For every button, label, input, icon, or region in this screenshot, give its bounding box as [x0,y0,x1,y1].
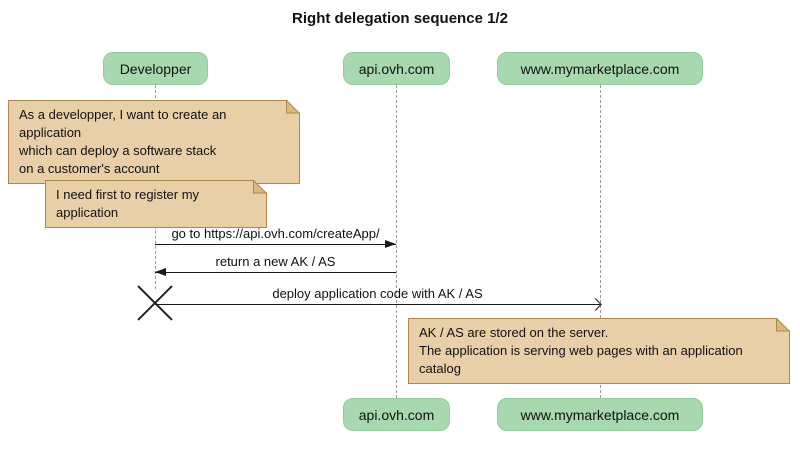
participant-marketplace-label: www.mymarketplace.com [520,406,680,423]
note-line: AK / AS are stored on the server. [419,325,609,340]
message-label: return a new AK / AS [215,254,336,269]
note-line: The application is serving web pages wit… [419,343,743,376]
note-fold-corner [776,318,790,332]
participant-api-label: api.ovh.com [358,60,435,77]
note-developer-goal: As a developper, I want to create an app… [8,100,300,184]
note-line: As a developper, I want to create an app… [19,107,227,140]
message-deploy-application: deploy application code with AK / AS [155,286,602,311]
participant-developer-label: Developper [119,60,192,77]
note-register-application: I need first to register my application [45,180,267,228]
message-line [155,268,396,276]
arrowhead-left-icon [155,268,166,276]
note-line: which can deploy a software stack [19,143,217,158]
diagram-title: Right delegation sequence 1/2 [292,10,508,27]
participant-marketplace-bottom: www.mymarketplace.com [497,398,703,431]
message-line [155,240,396,248]
participant-api-bottom: api.ovh.com [343,398,450,431]
participant-developer-top: Developper [103,52,208,85]
note-fold-corner [253,180,267,194]
destroy-x-icon [137,285,173,321]
participant-marketplace-top: www.mymarketplace.com [497,52,703,85]
message-go-to-create-app: go to https://api.ovh.com/createApp/ [155,226,396,248]
message-return-ak-as: return a new AK / AS [155,254,396,276]
message-label: deploy application code with AK / AS [272,286,483,301]
note-ak-as-stored: AK / AS are stored on the server. The ap… [408,318,790,384]
note-fold-corner [286,100,300,114]
arrowhead-right-icon [385,240,396,248]
participant-marketplace-label: www.mymarketplace.com [520,60,680,77]
note-line: I need first to register my application [56,187,200,220]
lifeline-api [396,85,397,398]
message-label: go to https://api.ovh.com/createApp/ [171,226,380,241]
note-line: on a customer's account [19,161,160,176]
message-line [155,297,602,311]
participant-api-top: api.ovh.com [343,52,450,85]
lifeline-marketplace [600,85,601,398]
participant-api-label: api.ovh.com [358,406,435,423]
